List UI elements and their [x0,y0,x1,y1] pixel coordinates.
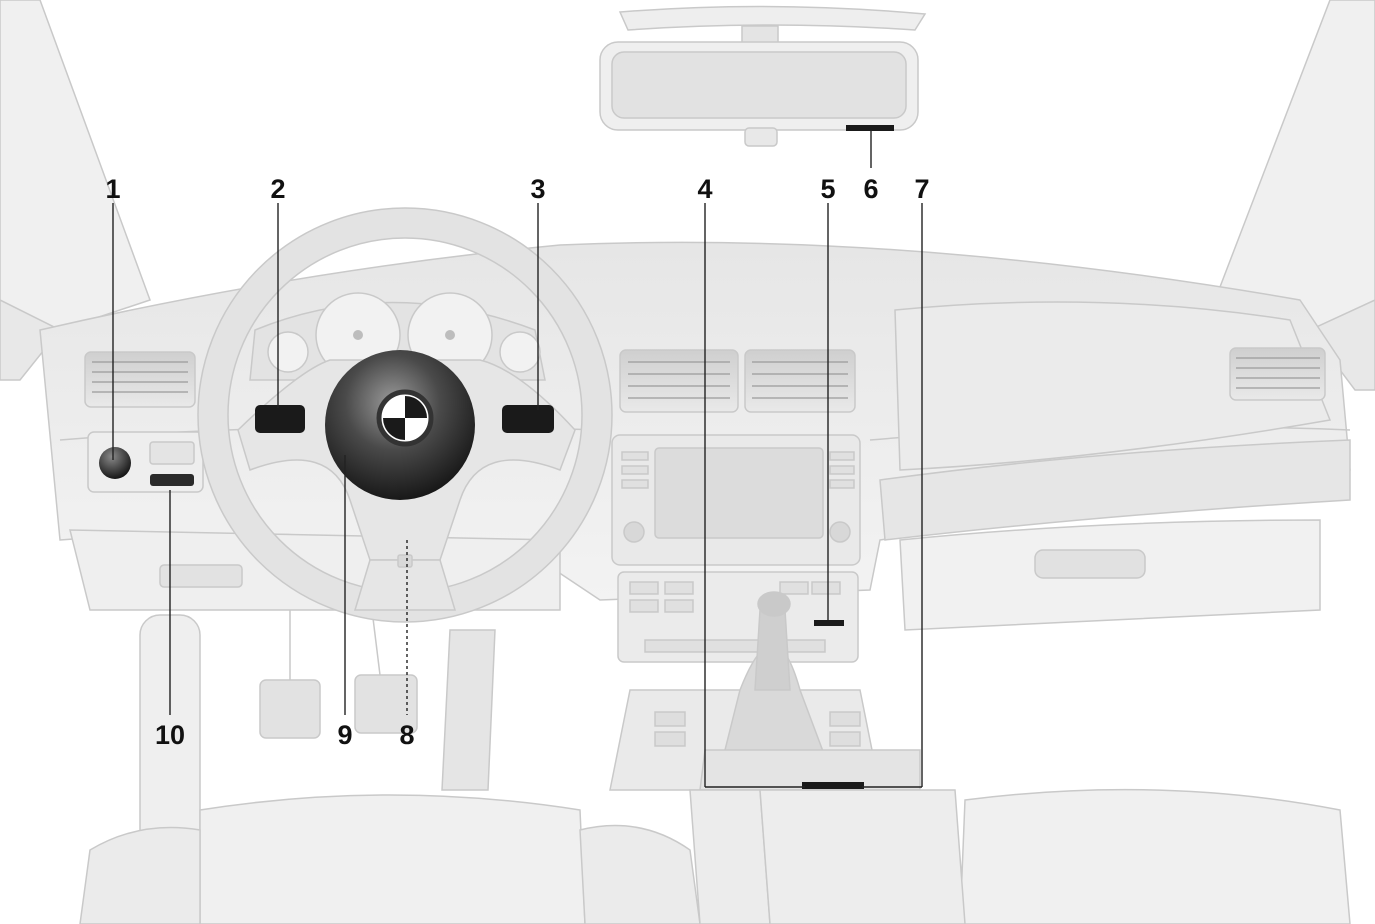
callout-8: 8 [399,720,414,750]
right-wheel-buttons [502,405,554,433]
callout-1: 1 [105,174,120,204]
brake-pedal [354,674,418,734]
callout-3: 3 [530,174,545,204]
gear-shift-knob [757,591,791,617]
callout-10: 10 [155,720,185,750]
console-button-5 [814,620,844,626]
callout-7: 7 [914,174,929,204]
light-switch-panel [87,431,204,493]
callout-9: 9 [337,720,352,750]
front-seats [79,788,1351,924]
leader-lines [112,130,923,788]
light-switch-knob [99,447,131,479]
navigation-display [654,447,824,539]
callout-4: 4 [697,174,712,204]
clutch-pedal [259,679,321,739]
accelerator-pedal [441,629,496,791]
instrument-lighting-wheel [150,474,194,486]
mirror-control-6 [846,125,894,131]
center-console [609,434,921,791]
rearview-mirror [599,5,927,147]
callout-6: 6 [863,174,878,204]
callout-5: 5 [820,174,835,204]
callout-labels: 1 2 3 4 5 6 7 8 9 10 [105,174,929,750]
left-wheel-buttons [255,405,305,433]
steering-wheel [197,207,613,623]
footwell [139,609,496,856]
console-control-4-7 [802,782,864,789]
callout-2: 2 [270,174,285,204]
